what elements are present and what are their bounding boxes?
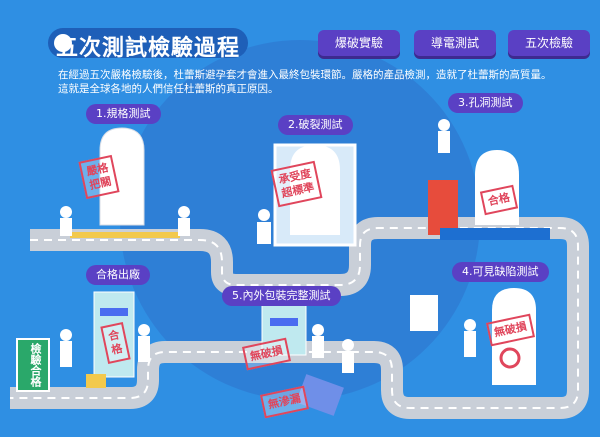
condom-hole — [475, 150, 519, 225]
step-4-label: 4.可見缺陷測試 — [452, 262, 549, 282]
title-dot-icon — [54, 34, 72, 52]
worker-6b-body — [138, 336, 150, 362]
final-label: 合格出廠 — [86, 265, 150, 285]
tab-conductivity[interactable]: 導電測試 — [414, 30, 496, 56]
tab-burst[interactable]: 爆破實驗 — [318, 30, 400, 56]
step-5-label: 5.內外包裝完整測試 — [222, 286, 341, 306]
condom-defect — [492, 288, 536, 385]
page-title: 五次測試檢驗過程 — [56, 36, 241, 61]
worker-1a-body — [60, 218, 72, 236]
ruler — [70, 232, 180, 238]
condom-spec — [99, 127, 145, 226]
worker-5b-body — [342, 351, 354, 373]
final-box — [93, 291, 135, 378]
title-pill — [48, 28, 248, 58]
worker-3-body — [438, 131, 450, 153]
worker-1b — [178, 206, 190, 218]
worker-2-body — [257, 222, 271, 244]
step-2-label: 2.破裂測試 — [278, 115, 353, 135]
step-3-label: 3.孔洞測試 — [448, 93, 523, 113]
intro-text: 在經過五次嚴格檢驗後，杜蕾斯避孕套才會進入最終包裝環節。嚴格的產品檢測，造就了杜… — [58, 69, 552, 95]
worker-2 — [258, 209, 270, 221]
worker-6a-body — [60, 341, 72, 367]
road-centerline — [10, 227, 579, 409]
scaffold — [428, 180, 458, 235]
worker-4-body — [464, 331, 476, 357]
defect-board — [410, 295, 438, 331]
magnifier — [499, 347, 521, 369]
worker-1b-body — [178, 218, 190, 236]
worker-6b — [138, 324, 150, 336]
condom-burst — [290, 145, 340, 235]
worker-3 — [438, 119, 450, 131]
pass-sign: 檢驗合格 — [16, 338, 50, 392]
final-box-label — [100, 308, 128, 316]
worker-5a — [312, 324, 324, 336]
worker-5a-body — [312, 336, 324, 358]
worker-1a — [60, 206, 72, 218]
step-1-label: 1.規格測試 — [86, 104, 161, 124]
water — [440, 228, 550, 240]
paint-bucket — [86, 374, 106, 388]
package-box — [261, 304, 307, 356]
package-tilted — [296, 374, 344, 416]
worker-5b — [342, 339, 354, 351]
tab-five-tests[interactable]: 五次檢驗 — [508, 30, 590, 56]
worker-4 — [464, 319, 476, 331]
worker-6a — [60, 329, 72, 341]
package-box-label — [270, 318, 298, 326]
